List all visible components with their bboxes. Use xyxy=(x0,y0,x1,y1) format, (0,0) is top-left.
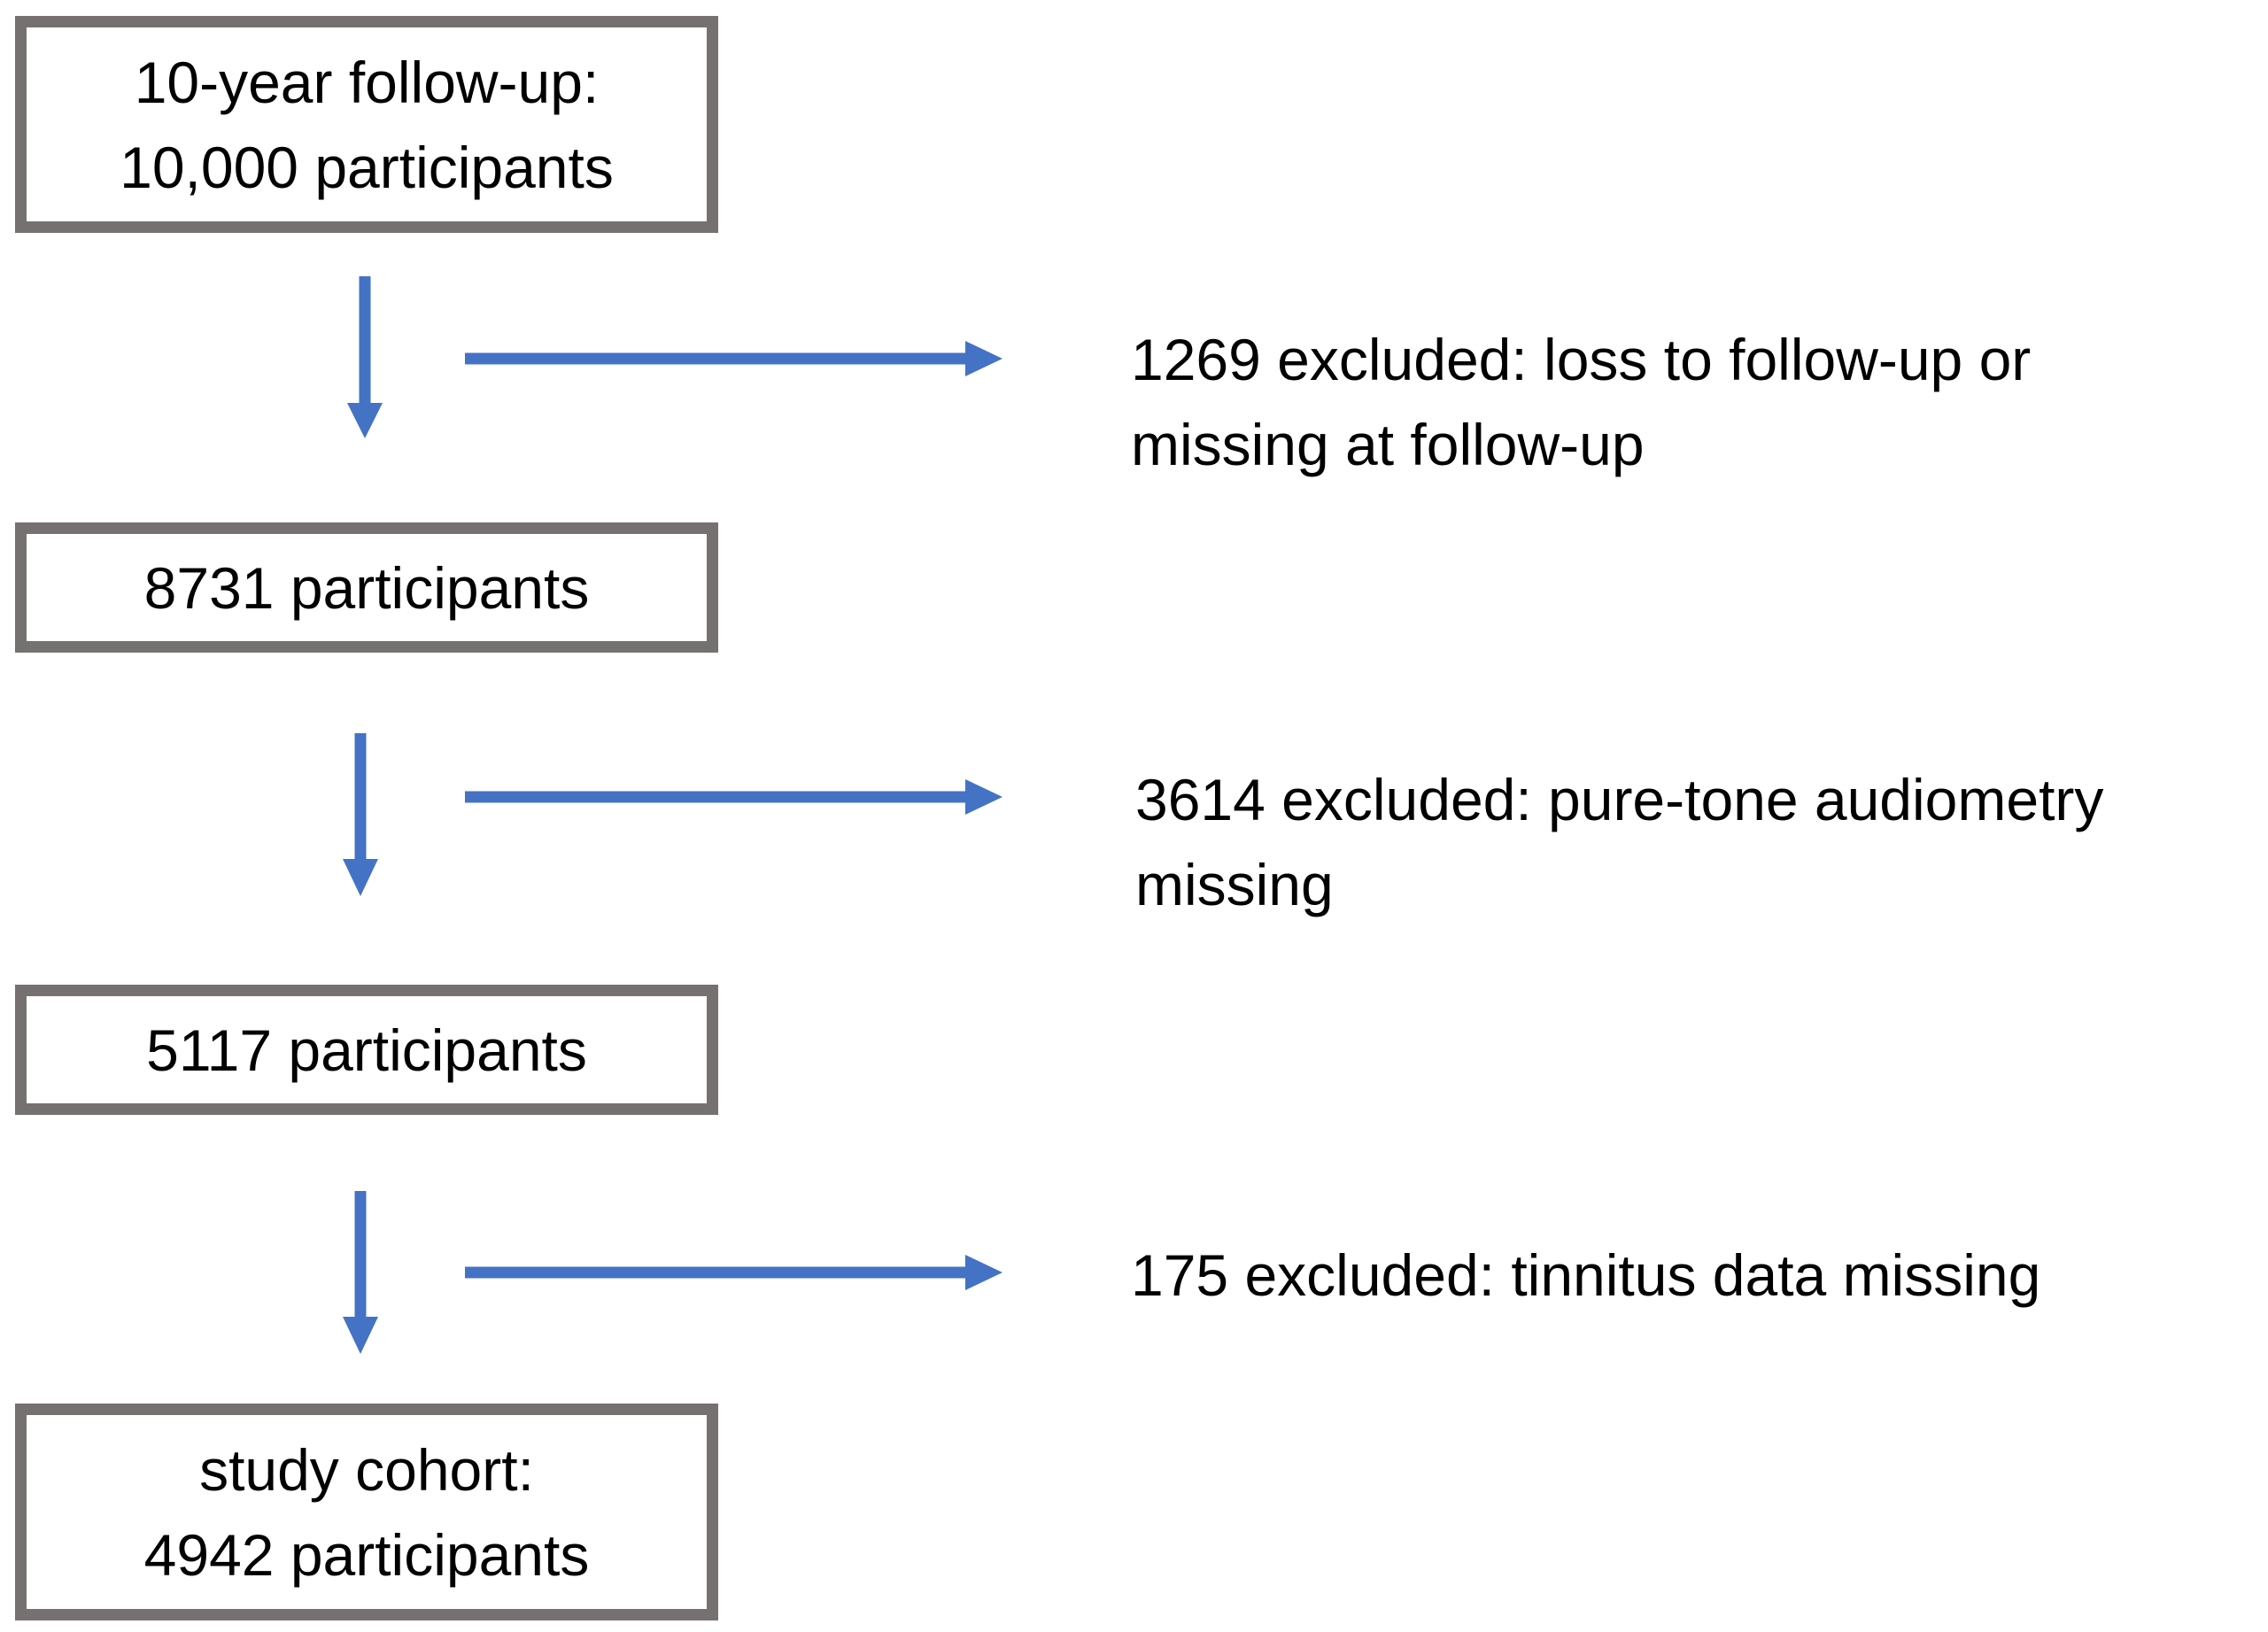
down-arrow-2 xyxy=(343,733,378,896)
right-arrow-2 xyxy=(465,779,1002,815)
exclusion-note-2-line-2: missing xyxy=(1135,852,1334,917)
exclusion-note-1-line-2: missing at follow-up xyxy=(1131,412,1645,477)
right-arrow-1 xyxy=(465,341,1002,376)
exclusion-note-1: 1269 excluded: loss to follow-up or miss… xyxy=(1131,317,2031,487)
box-follow-up-line-2: 10,000 participants xyxy=(120,134,614,200)
right-arrow-3 xyxy=(465,1255,1002,1290)
exclusion-note-3: 175 excluded: tinnitus data missing xyxy=(1131,1233,2040,1318)
box-study-cohort-line-2: 4942 participants xyxy=(143,1521,590,1588)
box-study-cohort-line-1: study cohort: xyxy=(199,1436,534,1503)
box-follow-up-line-1: 10-year follow-up: xyxy=(134,49,600,115)
down-arrow-3 xyxy=(343,1191,378,1354)
box-5117-participants-label: 5117 participants xyxy=(146,1017,587,1083)
box-follow-up: 10-year follow-up: 10,000 participants xyxy=(15,16,718,233)
box-8731-participants: 8731 participants xyxy=(15,522,718,653)
box-study-cohort: study cohort: 4942 participants xyxy=(15,1404,718,1620)
exclusion-note-2-line-1: 3614 excluded: pure-tone audiometry xyxy=(1135,767,2104,832)
down-arrow-1 xyxy=(347,276,383,438)
exclusion-note-3-line-1: 175 excluded: tinnitus data missing xyxy=(1131,1242,2041,1308)
exclusion-note-1-line-1: 1269 excluded: loss to follow-up or xyxy=(1131,327,2032,392)
exclusion-note-2: 3614 excluded: pure-tone audiometry miss… xyxy=(1135,757,2103,927)
box-8731-participants-label: 8731 participants xyxy=(143,554,590,621)
box-5117-participants: 5117 participants xyxy=(15,985,718,1115)
